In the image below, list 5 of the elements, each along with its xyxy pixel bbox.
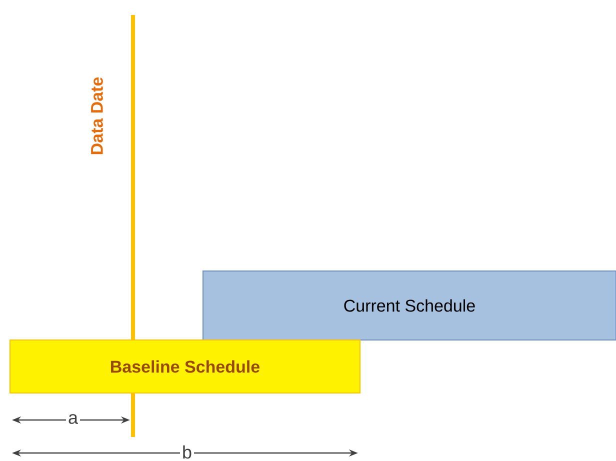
axis-label: Data Date: [91, 77, 103, 154]
schedule-bar: Baseline Schedule: [10, 340, 360, 394]
dimension-label: a: [66, 412, 80, 426]
schedule-bar: Current Schedule: [202, 270, 616, 340]
dimension-label: b: [180, 443, 194, 461]
